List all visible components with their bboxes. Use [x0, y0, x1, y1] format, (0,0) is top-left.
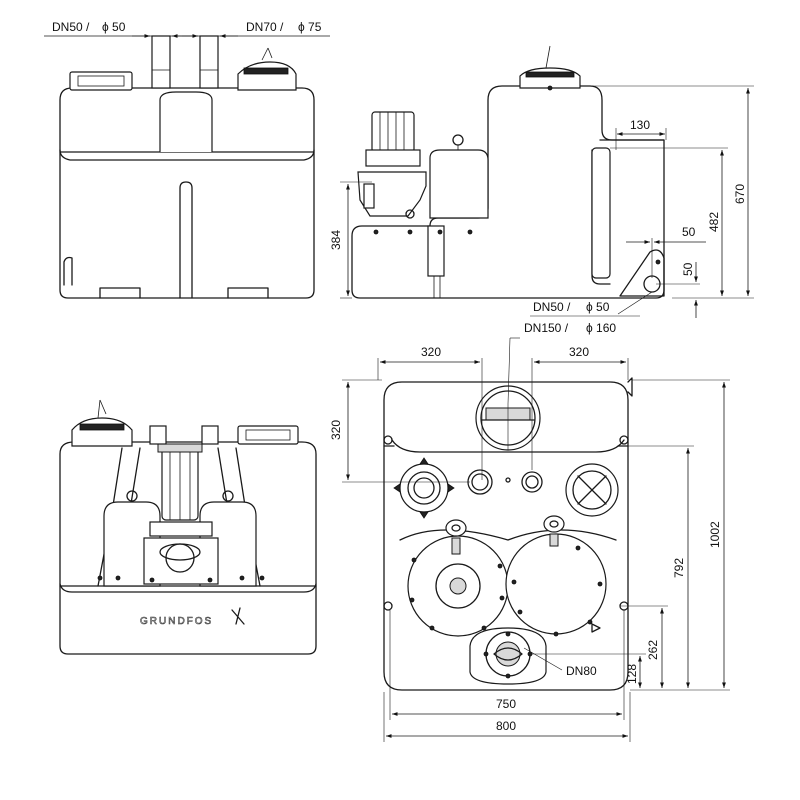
inlet-a-label: DN50 / — [52, 20, 90, 34]
top-320-right-label: 320 — [569, 345, 589, 359]
width-130-label: 130 — [630, 118, 650, 132]
outlet-large-diameter: ϕ 160 — [586, 321, 616, 335]
rear-view: GRUNDFOS — [59, 399, 317, 655]
top-view — [383, 377, 633, 691]
offset-50-h-label: 50 — [682, 225, 696, 239]
height-1002-label: 1002 — [708, 521, 722, 548]
front-inlet-dimension: DN50 / ϕ 50 DN70 / ϕ 75 — [44, 20, 330, 38]
side-320-label: 320 — [329, 420, 343, 440]
top-320-left-label: 320 — [421, 345, 441, 359]
top-view-dimensions: 320 320 320 1002 792 262 128 DN8 — [329, 337, 730, 742]
height-128-label: 128 — [625, 664, 639, 684]
brand-logo: GRUNDFOS — [140, 616, 213, 627]
inlet-b-diameter: ϕ 75 — [298, 20, 322, 34]
outlet-small-diameter: ϕ 50 — [586, 300, 610, 314]
height-482-label: 482 — [707, 212, 721, 232]
inlet-a-diameter: ϕ 50 — [102, 20, 126, 34]
front-view — [59, 35, 315, 299]
height-384-label: 384 — [329, 230, 343, 250]
outlet-small-label: DN50 / — [533, 300, 571, 314]
height-670-label: 670 — [733, 184, 747, 204]
width-750-label: 750 — [496, 697, 516, 711]
width-800-label: 800 — [496, 719, 516, 733]
outlet-large-label: DN150 / — [524, 321, 569, 335]
side-dimensions: 384 130 482 670 50 50 DN50 / ϕ 50 DN15 — [329, 85, 754, 335]
side-view — [351, 45, 665, 299]
dn80-label: DN80 — [566, 664, 597, 678]
inlet-b-label: DN70 / — [246, 20, 284, 34]
height-792-label: 792 — [672, 558, 686, 578]
offset-50-v-label: 50 — [681, 262, 695, 276]
height-262-label: 262 — [646, 640, 660, 660]
